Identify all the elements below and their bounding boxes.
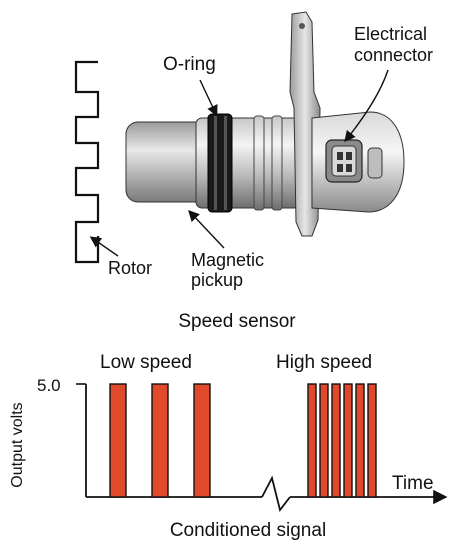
low-speed-pulse (193, 383, 211, 498)
speed-sensor-caption: Speed sensor (178, 311, 296, 332)
high-speed-pulse (331, 383, 341, 498)
o-ring-pointer (199, 79, 218, 117)
high-speed-pulse (307, 383, 317, 498)
magnetic-pickup-pointer (188, 209, 225, 249)
y-axis-label: Output volts (9, 402, 26, 487)
axis-break (261, 475, 291, 513)
pulse-group (109, 383, 377, 498)
high-speed-pulse (355, 383, 365, 498)
electrical-connector-label-line2: connector (354, 45, 433, 65)
rotor-teeth (74, 60, 100, 264)
o-ring-label: O-ring (163, 54, 216, 75)
low-speed-pulse (109, 383, 127, 498)
high-speed-pulse (367, 383, 377, 498)
conditioned-signal-caption: Conditioned signal (170, 520, 326, 541)
low-speed-label: Low speed (100, 352, 192, 373)
low-speed-pulse (151, 383, 169, 498)
electrical-connector-label-line1: Electrical (354, 24, 427, 44)
signal-chart: Low speed High speed Output volts 5.0 Ti… (9, 352, 448, 541)
o-ring (207, 113, 233, 213)
electrical-connector-pointer (344, 69, 389, 143)
y-tick-label: 5.0 (37, 376, 61, 395)
magnetic-pickup-label-line2: pickup (191, 270, 243, 290)
high-speed-pulse (343, 383, 353, 498)
speed-sensor-body (125, 11, 405, 237)
rotor-pointer (89, 236, 119, 257)
magnetic-pickup-label-line1: Magnetic (191, 250, 264, 270)
high-speed-pulse (319, 383, 329, 498)
x-axis-label: Time (392, 473, 434, 494)
high-speed-label: High speed (276, 352, 372, 373)
rotor-label: Rotor (108, 258, 152, 278)
